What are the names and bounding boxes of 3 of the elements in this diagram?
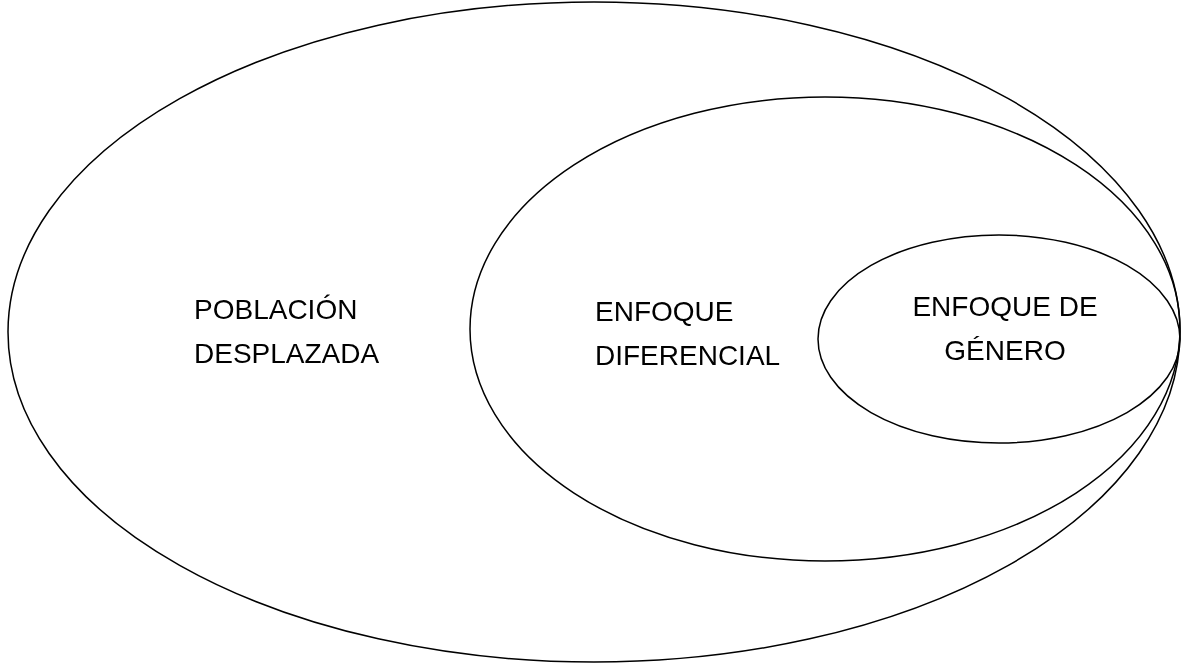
region-label: ENFOQUE DE GÉNERO <box>911 290 1099 368</box>
region-label: POBLACIÓN DESPLAZADA <box>194 293 381 371</box>
region-label: ENFOQUE DIFERENCIAL <box>595 295 782 373</box>
